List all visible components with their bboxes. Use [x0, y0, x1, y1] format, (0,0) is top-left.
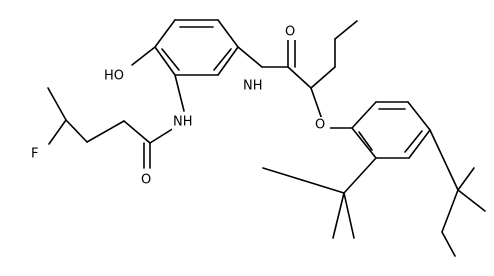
bond — [429, 129, 459, 191]
bond — [237, 46, 263, 68]
bond — [343, 192, 355, 239]
bond — [358, 131, 373, 151]
bond — [65, 119, 88, 143]
bond — [48, 119, 67, 145]
bond — [217, 46, 239, 76]
carbonyl-oxygen-label: O — [285, 25, 295, 40]
bond — [408, 129, 431, 159]
amide-nh-label: NH — [173, 115, 193, 130]
bond — [213, 48, 232, 71]
bond — [334, 20, 358, 40]
bond — [123, 120, 151, 144]
bond — [407, 101, 431, 131]
bond — [351, 101, 377, 129]
carbonyl-oxygen-label: O — [141, 173, 151, 188]
bond — [86, 120, 125, 143]
hydroxyl-label: HO — [104, 69, 124, 84]
bond — [149, 127, 175, 144]
bond — [441, 231, 456, 257]
bond — [161, 48, 180, 71]
bond — [154, 46, 176, 76]
bond — [457, 189, 486, 212]
bond — [47, 87, 67, 121]
ether-oxygen-label: O — [315, 118, 325, 133]
bond — [457, 167, 475, 191]
atom-layer: HO NH O O NH O F — [30, 24, 330, 188]
amide-nh-label: NH — [243, 79, 263, 94]
bond — [262, 167, 303, 181]
bond — [310, 66, 336, 89]
bond — [131, 46, 156, 66]
bond — [301, 179, 345, 194]
bond — [154, 19, 176, 48]
bond-layer — [47, 19, 486, 257]
bond — [343, 157, 377, 194]
bond — [287, 66, 312, 89]
bond — [404, 130, 423, 153]
bond — [332, 192, 345, 239]
bond — [441, 189, 459, 233]
fluorine-label: F — [31, 147, 38, 162]
bond — [174, 74, 185, 112]
bond — [217, 19, 239, 48]
bond — [351, 127, 377, 159]
